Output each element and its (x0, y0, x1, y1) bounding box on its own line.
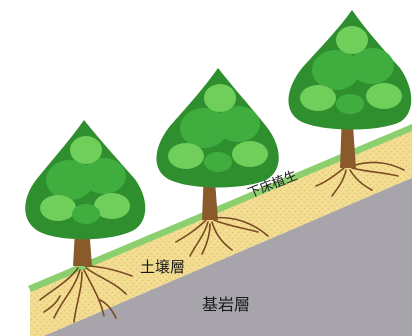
tree-right-roots (315, 161, 405, 197)
tree-left-crown (25, 120, 146, 240)
tree-middle (156, 68, 279, 257)
tree-middle-roots (175, 216, 269, 257)
bedrock-layer (44, 178, 412, 336)
tree-middle-crown (156, 68, 279, 188)
tree-left-roots (39, 265, 133, 323)
tree-right (288, 10, 412, 197)
soil-layer-label: 土壌層 (140, 258, 185, 276)
bedrock-layer-label: 基岩層 (202, 295, 250, 314)
soil-layer (30, 128, 412, 336)
tree-left (25, 120, 146, 323)
tree-right-crown (288, 10, 412, 130)
understory-vegetation (28, 124, 412, 292)
